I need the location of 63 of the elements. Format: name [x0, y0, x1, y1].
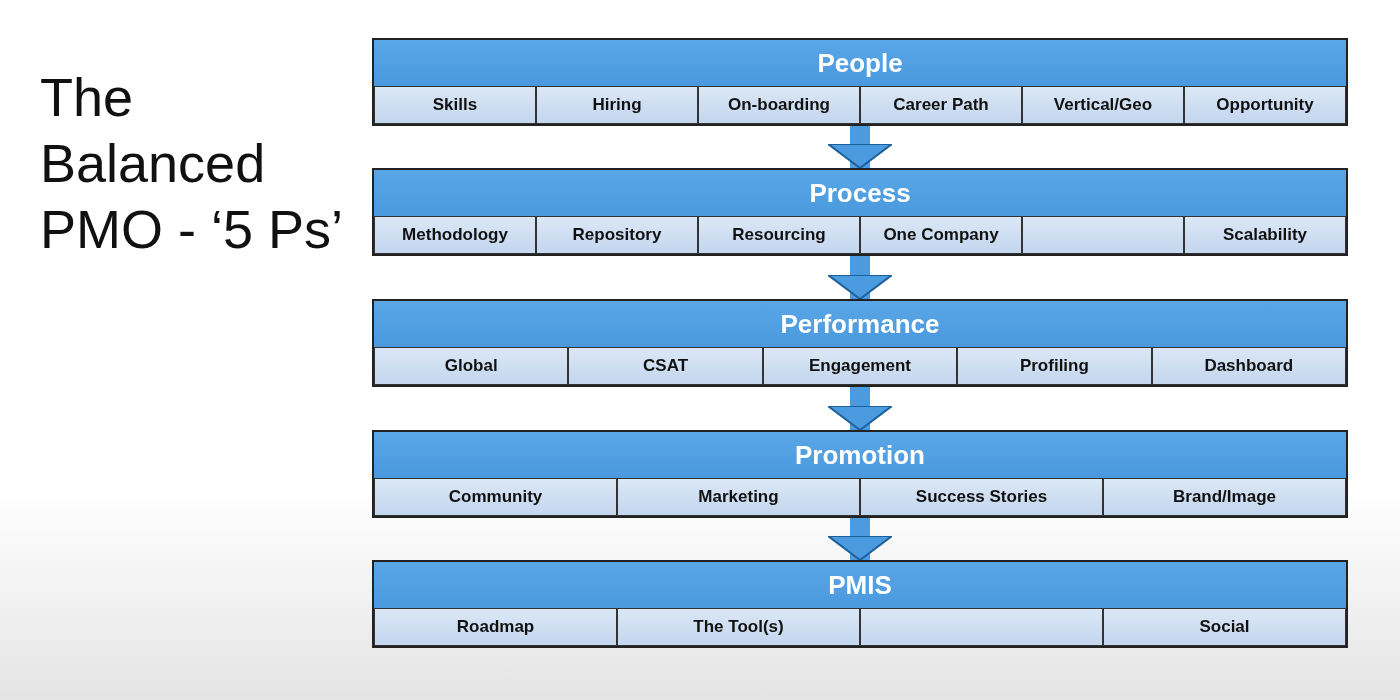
- item-label: Scalability: [1222, 225, 1308, 245]
- item-label: Career Path: [893, 95, 989, 115]
- item-label: Resourcing: [732, 225, 826, 245]
- item-label: Roadmap: [456, 617, 535, 637]
- item-label: Profiling: [1019, 356, 1089, 376]
- category-band: [372, 299, 1348, 387]
- item-box: [698, 216, 860, 254]
- item-box: [860, 86, 1022, 124]
- item-label: Repository: [572, 225, 662, 245]
- category-band: [372, 168, 1348, 256]
- band-heading: People: [816, 47, 904, 80]
- item-box: [1184, 216, 1346, 254]
- item-label: Skills: [432, 95, 478, 115]
- down-arrow: [827, 387, 893, 431]
- item-box: [860, 216, 1022, 254]
- item-box: [957, 347, 1152, 385]
- down-arrow: [827, 256, 893, 300]
- item-box: [617, 478, 860, 516]
- item-box: [374, 86, 536, 124]
- category-band: [372, 560, 1348, 648]
- item-box: [1022, 86, 1184, 124]
- item-box: [617, 608, 860, 646]
- band-heading: Performance: [779, 308, 941, 341]
- band-heading: PMIS: [827, 569, 893, 602]
- item-box: [762, 347, 958, 385]
- item-label: One Company: [883, 225, 999, 245]
- item-label: Dashboard: [1204, 356, 1294, 376]
- item-label: Methodology: [402, 225, 508, 245]
- item-label: Engagement: [808, 356, 911, 376]
- item-label: Community: [448, 487, 543, 507]
- item-label: Brand/Image: [1173, 487, 1276, 507]
- down-arrow: [827, 518, 893, 561]
- item-box: [860, 608, 1103, 646]
- item-box: [1103, 608, 1346, 646]
- down-arrow: [827, 126, 893, 169]
- item-label: Opportunity: [1216, 95, 1314, 115]
- item-box: [374, 608, 617, 646]
- item-box: [1022, 216, 1184, 254]
- category-band: [372, 38, 1348, 126]
- item-box: [568, 347, 763, 385]
- item-box: [1184, 86, 1346, 124]
- item-label: The Tool(s): [693, 617, 784, 637]
- item-box: [536, 86, 698, 124]
- item-box: [536, 216, 698, 254]
- item-box: [374, 347, 569, 385]
- item-label: Global: [444, 356, 498, 376]
- item-label: Vertical/Geo: [1053, 95, 1153, 115]
- item-label: Hiring: [592, 95, 642, 115]
- item-box: [374, 478, 617, 516]
- item-label: CSAT: [643, 356, 689, 376]
- category-band: [372, 430, 1348, 518]
- item-box: [1151, 347, 1346, 385]
- slide-title: The Balanced PMO - ‘5 Ps’: [40, 66, 345, 261]
- item-box: [698, 86, 860, 124]
- item-box: [860, 478, 1103, 516]
- item-label: Success Stories: [915, 487, 1048, 507]
- item-box: [374, 216, 536, 254]
- band-heading: Process: [808, 177, 912, 210]
- item-label: On-boarding: [728, 95, 830, 115]
- item-label: Social: [1199, 617, 1250, 637]
- item-box: [1103, 478, 1346, 516]
- item-label: Marketing: [698, 487, 779, 507]
- band-heading: Promotion: [794, 439, 926, 472]
